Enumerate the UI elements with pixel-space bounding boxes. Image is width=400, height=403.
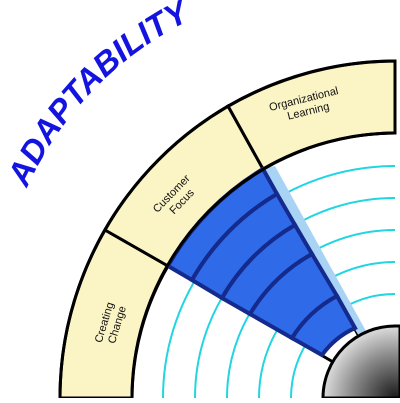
boundary-arcs [58,59,396,399]
highlight-wedge [165,166,372,358]
highlight-step-5 [289,293,358,358]
outer-band [58,59,397,400]
center-hub [321,324,400,400]
highlight-edge [263,166,372,342]
band-inner-arc [130,131,396,399]
outer-arc [58,59,396,399]
